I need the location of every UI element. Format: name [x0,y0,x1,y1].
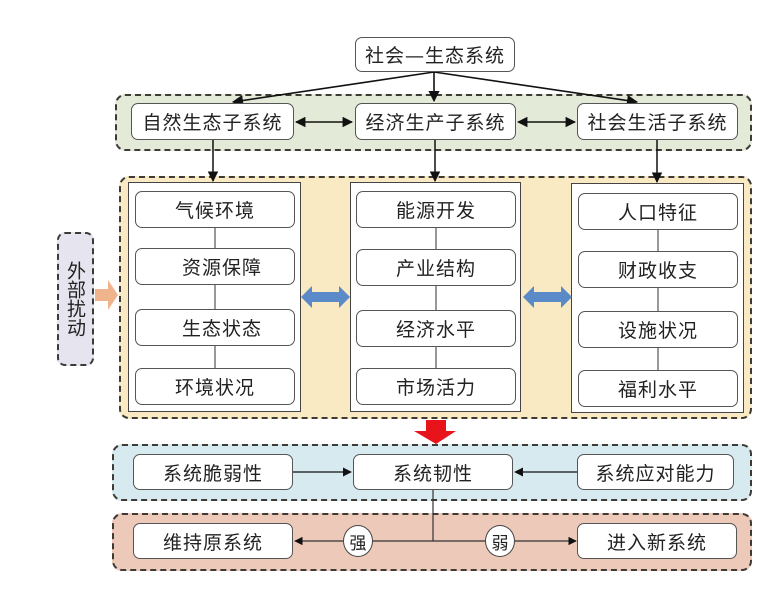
system-vulnerability-label: 系统脆弱性 [162,462,263,485]
factor-item-label: 产业结构 [395,258,476,280]
natural-subsystem-label: 自然生态子系统 [142,112,283,134]
system-resilience-label: 系统韧性 [392,462,473,485]
social-ecological-system-label: 社会—生态系统 [364,45,505,67]
factor-item: 人口特征 [578,193,738,230]
system-coping-capacity-box: 系统应对能力 [577,454,734,490]
social-ecological-system-node: 社会—生态系统 [355,37,515,72]
factor-item: 福利水平 [578,370,738,407]
system-vulnerability-box: 系统脆弱性 [133,454,293,490]
factor-item: 资源保障 [135,248,295,285]
economic-subsystem-label: 经济生产子系统 [365,112,506,134]
factor-item: 经济水平 [356,310,516,347]
factor-item: 产业结构 [356,249,516,286]
strong-indicator: 强 [343,525,373,557]
economic-subsystem-box: 经济生产子系统 [355,103,516,140]
factor-item: 财政收支 [578,251,738,288]
factor-item: 能源开发 [356,191,516,228]
weak-indicator: 弱 [485,525,515,557]
system-coping-capacity-label: 系统应对能力 [595,462,716,485]
factor-item-label: 财政收支 [617,260,698,282]
interaction-arrow-left [301,286,350,308]
factor-item-label: 资源保障 [181,257,262,279]
external-arrow [95,280,118,310]
new-system-label: 进入新系统 [606,531,707,554]
factor-item-label: 设施状况 [617,320,698,342]
factor-item: 环境状况 [135,368,295,405]
factor-item-label: 人口特征 [617,202,698,224]
external-disturbance-box: 外部扰动 [57,232,94,366]
factor-item-label: 市场活力 [395,377,476,399]
new-system-box: 进入新系统 [577,523,737,559]
maintain-system-label: 维持原系统 [162,531,263,554]
factor-item: 气候环境 [135,191,295,228]
natural-subsystem-box: 自然生态子系统 [131,103,294,140]
factor-item-label: 福利水平 [617,379,698,401]
maintain-system-box: 维持原系统 [133,523,293,559]
result-arrow [414,420,456,444]
factor-item-label: 气候环境 [174,200,255,222]
system-resilience-box: 系统韧性 [353,454,513,490]
factor-item-label: 能源开发 [395,200,476,222]
social-subsystem-label: 社会生活子系统 [587,112,728,134]
interaction-arrow-right [523,286,572,308]
strong-label: 强 [349,533,367,554]
factor-item-label: 经济水平 [395,319,476,341]
factor-item: 市场活力 [356,368,516,405]
weak-label: 弱 [491,533,509,554]
social-subsystem-box: 社会生活子系统 [577,103,738,140]
factor-item-label: 环境状况 [174,377,255,399]
factor-item: 生态状态 [135,309,295,346]
arrow-to-natural [231,71,435,107]
factor-item-label: 生态状态 [181,318,262,340]
factor-item: 设施状况 [578,311,738,348]
arrow-to-social [433,71,639,107]
external-disturbance-label: 外部扰动 [64,261,86,337]
